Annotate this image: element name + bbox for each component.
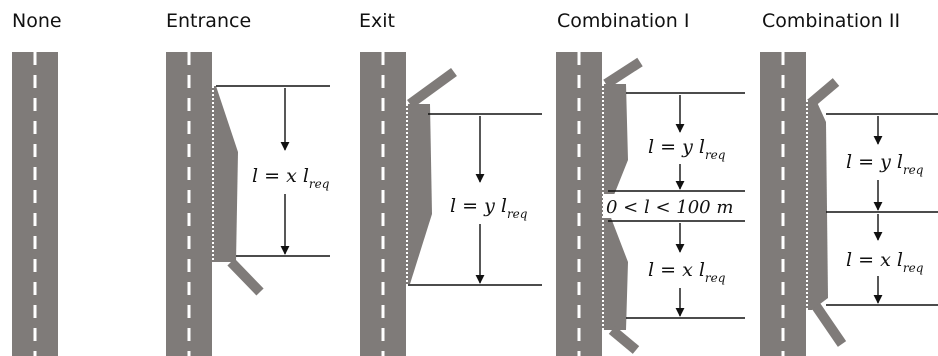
length-equation: l = y lreq [450, 195, 528, 221]
auxiliary-lane [806, 100, 828, 310]
on-ramp [227, 258, 264, 296]
on-ramp [608, 326, 640, 354]
lower-equation: l = x lreq [846, 249, 924, 275]
title-none: None [12, 10, 62, 32]
panel-combination-1: 0 < l < 100 m l = y lreq l = x lreq [556, 52, 747, 356]
title-exit: Exit [359, 10, 395, 32]
title-combination-2: Combination II [762, 10, 901, 32]
off-ramp [806, 78, 840, 108]
on-ramp [811, 303, 847, 347]
panel-none [12, 52, 58, 356]
gap-length-label: 0 < l < 100 m [606, 197, 733, 218]
gap-label-bg [603, 194, 747, 218]
title-entrance: Entrance [166, 10, 252, 32]
auxiliary-lane [602, 84, 628, 330]
lower-equation: l = x lreq [648, 259, 726, 285]
off-ramp [603, 57, 643, 89]
acceleration-lane [212, 86, 238, 262]
upper-equation: l = y lreq [648, 136, 726, 162]
panel-entrance: l = x lreq [166, 52, 330, 356]
panel-combination-2: l = y lreq l = x lreq [760, 52, 938, 356]
deceleration-lane [406, 104, 432, 284]
title-combination-1: Combination I [557, 10, 690, 32]
off-ramp [407, 67, 457, 109]
upper-equation: l = y lreq [846, 151, 924, 177]
length-equation: l = x lreq [252, 165, 330, 191]
panel-exit: l = y lreq [360, 52, 542, 356]
